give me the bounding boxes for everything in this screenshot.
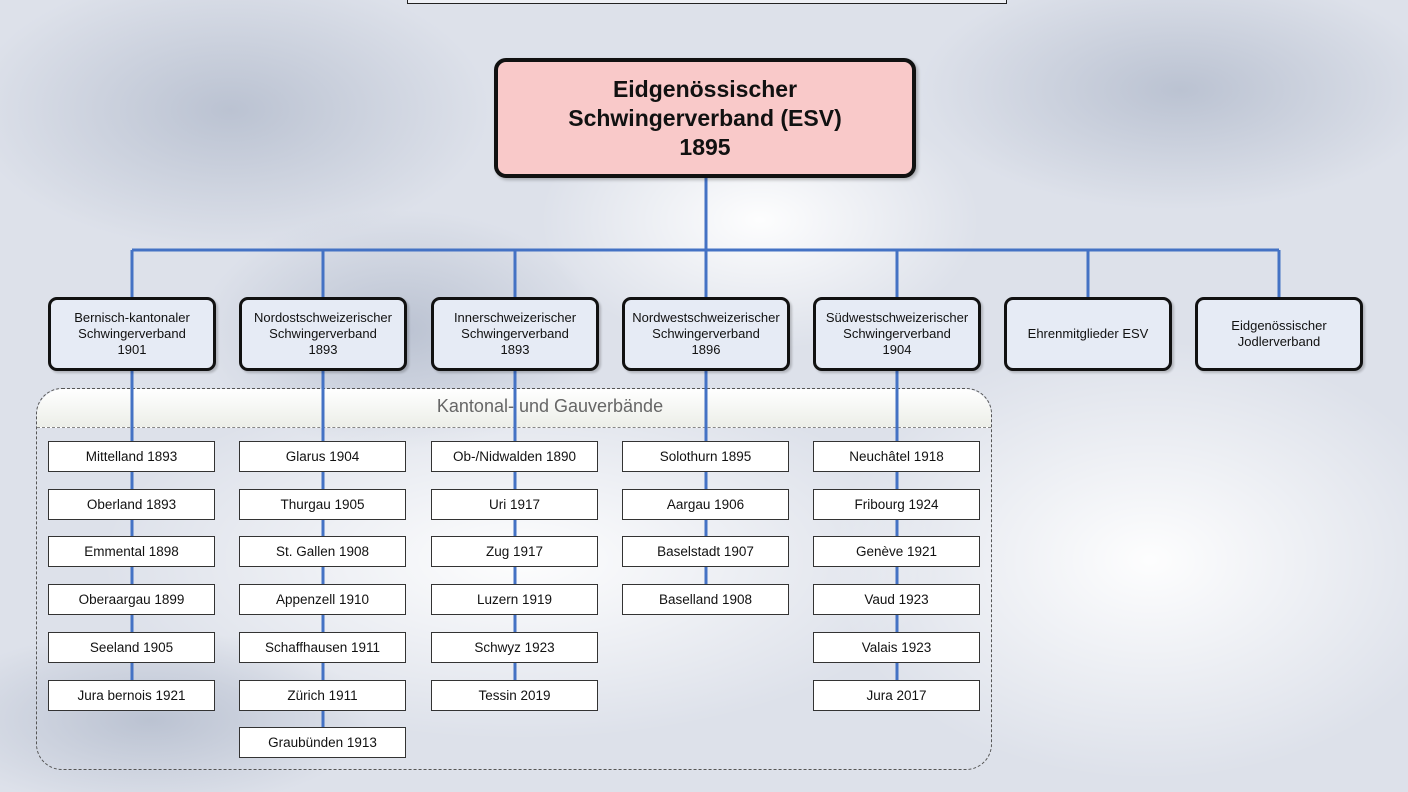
assoc-innerschweiz: Innerschweizerischer Schwingerverband 18… (431, 297, 599, 371)
member-box: Baselland 1908 (622, 584, 789, 615)
member-box: Uri 1917 (431, 489, 598, 520)
member-box: Solothurn 1895 (622, 441, 789, 472)
member-box: Jura 2017 (813, 680, 980, 711)
member-box: Jura bernois 1921 (48, 680, 215, 711)
member-box: Oberaargau 1899 (48, 584, 215, 615)
member-box: Seeland 1905 (48, 632, 215, 663)
member-box: Thurgau 1905 (239, 489, 406, 520)
member-box: St. Gallen 1908 (239, 536, 406, 567)
member-box: Zürich 1911 (239, 680, 406, 711)
assoc-line-2: Schwingerverband (843, 326, 951, 341)
assoc-line-1: Innerschweizerischer (453, 310, 577, 325)
member-box: Tessin 2019 (431, 680, 598, 711)
member-box: Fribourg 1924 (813, 489, 980, 520)
member-box: Zug 1917 (431, 536, 598, 567)
assoc-line-2: Schwingerverband (652, 326, 760, 341)
member-box: Schwyz 1923 (431, 632, 598, 663)
member-box: Aargau 1906 (622, 489, 789, 520)
root-line-3: 1895 (679, 133, 731, 160)
member-box: Schaffhausen 1911 (239, 632, 406, 663)
assoc-line-2: Schwingerverband (461, 326, 569, 341)
assoc-line-1: Nordostschweizerischer (254, 310, 392, 325)
root-line-2: Schwingerverband (ESV) (568, 104, 842, 131)
assoc-line-1: Südwestschweizerischer (825, 310, 969, 325)
region-title: Kantonal- und Gauverbände (436, 396, 664, 416)
member-box: Vaud 1923 (813, 584, 980, 615)
assoc-jodlerverband: Eidgenössischer Jodlerverband (1195, 297, 1363, 371)
assoc-line-3: 1901 (117, 342, 147, 357)
assoc-ehrenmitglieder: Ehrenmitglieder ESV (1004, 297, 1172, 371)
member-box: Graubünden 1913 (239, 727, 406, 758)
member-box: Neuchâtel 1918 (813, 441, 980, 472)
top-frame (407, 0, 1007, 4)
assoc-line-1: Bernisch-kantonaler (74, 310, 190, 325)
assoc-line-3: 1896 (691, 342, 721, 357)
member-box: Genève 1921 (813, 536, 980, 567)
assoc-line-2: Schwingerverband (78, 326, 186, 341)
member-box: Mittelland 1893 (48, 441, 215, 472)
member-box: Oberland 1893 (48, 489, 215, 520)
assoc-line-2: Schwingerverband (269, 326, 377, 341)
assoc-line-3: 1893 (308, 342, 338, 357)
member-box: Emmental 1898 (48, 536, 215, 567)
member-box: Ob-/Nidwalden 1890 (431, 441, 598, 472)
assoc-line-2: Jodlerverband (1237, 334, 1321, 349)
member-box: Valais 1923 (813, 632, 980, 663)
assoc-suedwest: Südwestschweizerischer Schwingerverband … (813, 297, 981, 371)
assoc-nordost: Nordostschweizerischer Schwingerverband … (239, 297, 407, 371)
assoc-nordwest: Nordwestschweizerischer Schwingerverband… (622, 297, 790, 371)
assoc-line-1: Eidgenössischer (1231, 318, 1327, 333)
member-box: Glarus 1904 (239, 441, 406, 472)
member-box: Appenzell 1910 (239, 584, 406, 615)
assoc-line-1: Ehrenmitglieder ESV (1027, 326, 1149, 341)
root-node-esv: Eidgenössischer Schwingerverband (ESV) 1… (494, 58, 916, 178)
assoc-line-3: 1893 (500, 342, 530, 357)
assoc-line-1: Nordwestschweizerischer (632, 310, 780, 325)
member-box: Baselstadt 1907 (622, 536, 789, 567)
assoc-bernisch: Bernisch-kantonaler Schwingerverband 190… (48, 297, 216, 371)
assoc-line-3: 1904 (882, 342, 912, 357)
member-box: Luzern 1919 (431, 584, 598, 615)
root-line-1: Eidgenössischer (612, 75, 798, 102)
